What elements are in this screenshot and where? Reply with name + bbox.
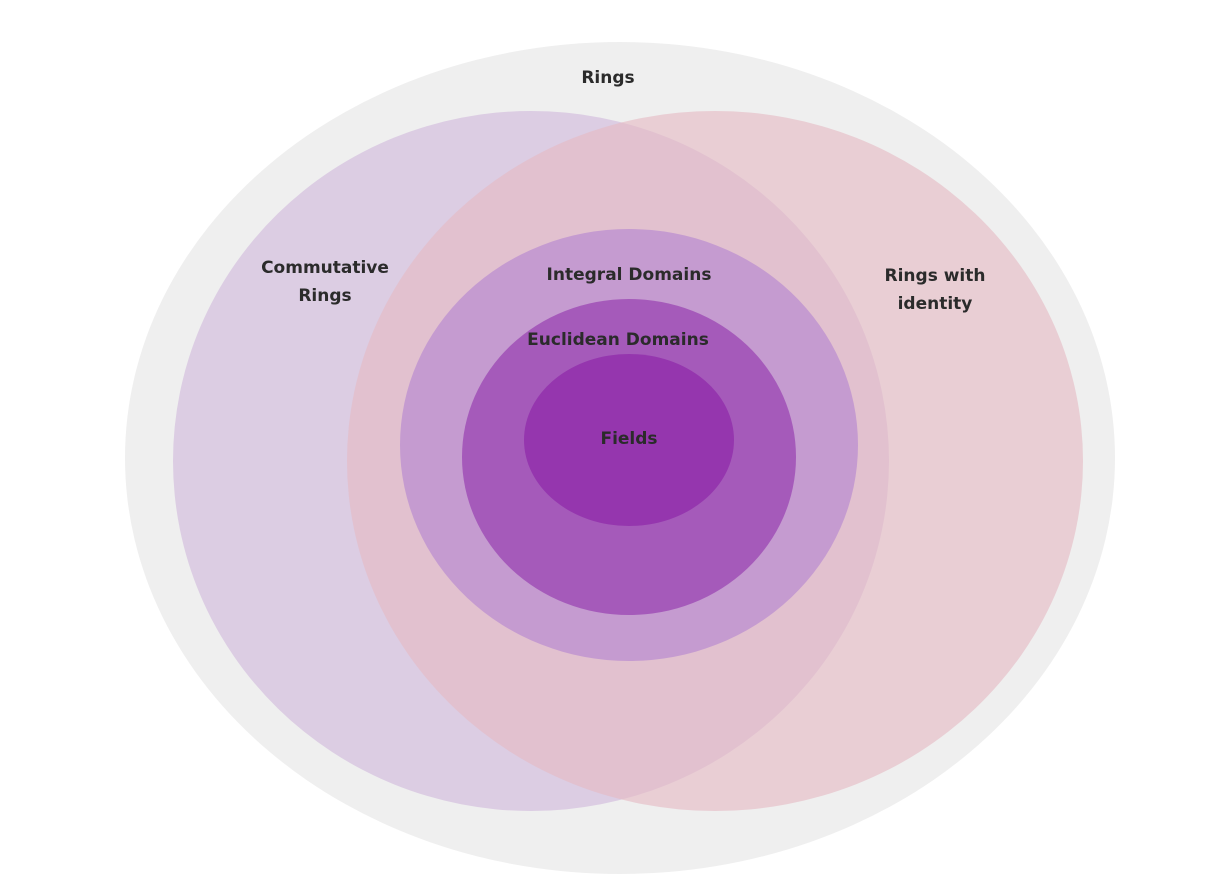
commutative-rings-label-line2: Rings <box>298 286 352 306</box>
rings-with-identity-label-line1: Rings with <box>884 266 986 286</box>
integral-domains-label: Integral Domains <box>546 265 712 285</box>
fields-label: Fields <box>600 429 658 449</box>
commutative-rings-label-line1: Commutative <box>261 258 389 278</box>
rings-label: Rings <box>581 68 635 88</box>
euclidean-domains-label: Euclidean Domains <box>527 330 709 350</box>
rings-with-identity-label: Rings with identity <box>885 262 986 318</box>
commutative-rings-label: Commutative Rings <box>261 254 389 310</box>
rings-with-identity-label-line2: identity <box>897 294 973 314</box>
fields-region <box>524 354 734 526</box>
